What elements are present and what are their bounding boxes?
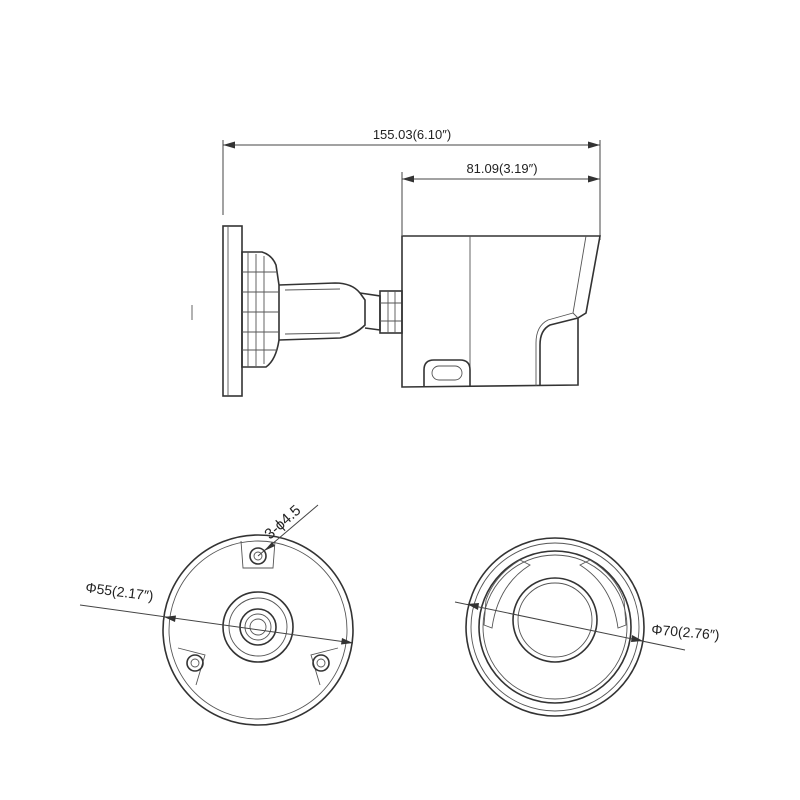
- overall-length-dimension: 155.03(6.10″): [222, 127, 601, 240]
- swivel-joint: [379, 290, 403, 334]
- overall-length-label: 155.03(6.10″): [373, 127, 451, 142]
- base-circles: [162, 534, 354, 726]
- mounting-hole-right: [310, 647, 339, 686]
- base-view: 3-ϕ4.5 Φ55(2.17″): [79, 502, 354, 726]
- front-diameter-label: Φ70(2.76″): [651, 621, 720, 643]
- front-diameter-dimension: Φ70(2.76″): [454, 601, 720, 651]
- front-view: Φ70(2.76″): [454, 537, 720, 717]
- mounting-hole-top: [240, 540, 276, 569]
- camera-housing: [401, 235, 601, 388]
- hole-callout: 3-ϕ4.5: [257, 502, 319, 557]
- base-diameter-dimension: Φ55(2.17″): [79, 579, 354, 645]
- locking-ring: [241, 251, 280, 368]
- wall-plate: [191, 225, 243, 397]
- mounting-hole-left: [177, 647, 206, 686]
- side-view: 155.03(6.10″) 81.09(3.19″): [191, 127, 601, 397]
- front-circles: [465, 537, 645, 717]
- housing-length-label: 81.09(3.19″): [466, 161, 537, 176]
- housing-length-dimension: 81.09(3.19″): [401, 161, 600, 235]
- bracket-arm: [278, 282, 381, 341]
- base-diameter-label: Φ55(2.17″): [85, 579, 155, 604]
